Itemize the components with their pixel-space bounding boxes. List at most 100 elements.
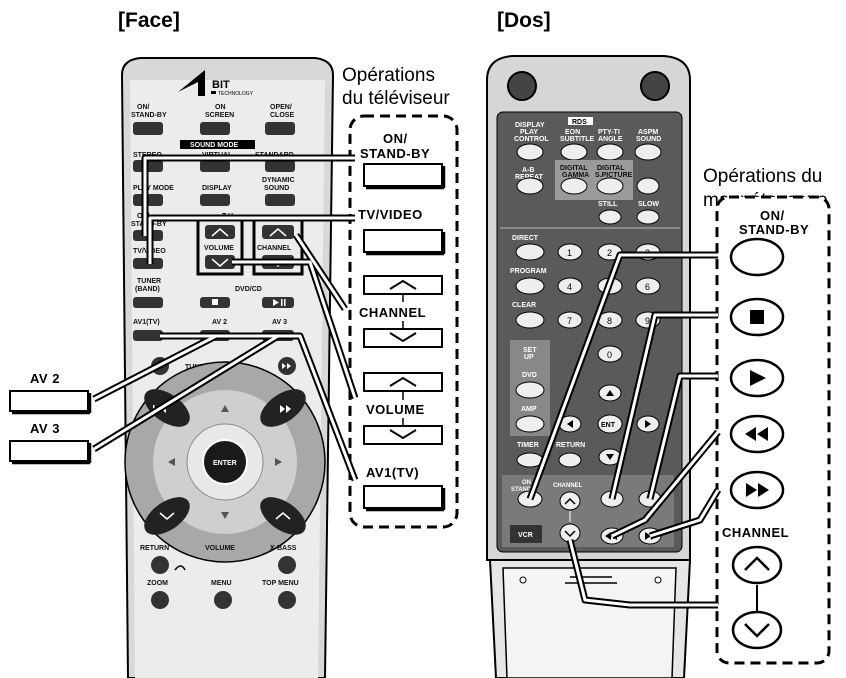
svg-text:ON: ON xyxy=(215,104,226,111)
svg-text:STAND-BY: STAND-BY xyxy=(739,222,809,237)
svg-text:BIT: BIT xyxy=(212,79,230,91)
tv-channel-up-button[interactable] xyxy=(363,275,443,295)
vcr-channel-down-button[interactable] xyxy=(731,610,783,650)
svg-text:SOUND MODE: SOUND MODE xyxy=(190,142,239,149)
svg-text:CLOSE: CLOSE xyxy=(270,112,294,119)
svg-text:DIGITAL: DIGITAL xyxy=(560,165,588,172)
tv-channel-down-button[interactable] xyxy=(363,328,443,348)
vcr-channel-up-button[interactable] xyxy=(731,545,783,585)
fast-forward-icon xyxy=(746,483,769,497)
bit-logo: BIT TECHNOLOGY xyxy=(178,70,254,97)
svg-text:ON/: ON/ xyxy=(383,131,408,146)
chevron-up-icon xyxy=(744,556,770,571)
svg-text:AV 3: AV 3 xyxy=(272,319,287,326)
svg-text:AV1(TV): AV1(TV) xyxy=(133,319,160,326)
svg-text:SUBTITLE: SUBTITLE xyxy=(560,136,595,143)
svg-text:SOUND: SOUND xyxy=(264,185,289,192)
front-on-standby-button[interactable] xyxy=(133,122,163,135)
svg-text:ANGLE: ANGLE xyxy=(598,136,623,143)
svg-text:DIGITAL: DIGITAL xyxy=(597,165,625,172)
svg-text:1: 1 xyxy=(567,248,572,258)
av2-button[interactable] xyxy=(9,390,89,412)
front-header: [Face] xyxy=(118,9,180,32)
back-header: [Dos] xyxy=(497,9,551,32)
svg-text:RETURN: RETURN xyxy=(556,442,585,449)
svg-text:TECHNOLOGY: TECHNOLOGY xyxy=(218,91,254,97)
front-menu-button[interactable] xyxy=(214,591,232,609)
enter-button[interactable] xyxy=(202,439,248,485)
svg-text:SET: SET xyxy=(523,347,537,354)
front-volume-up-button[interactable] xyxy=(205,225,235,239)
tv-av1-button[interactable] xyxy=(363,485,443,509)
svg-text:A-B: A-B xyxy=(522,167,534,174)
svg-text:DYNAMIC: DYNAMIC xyxy=(262,177,295,184)
svg-text:DVD: DVD xyxy=(522,372,537,379)
connector-lines-fill xyxy=(93,156,720,607)
vcr-on-standby-button[interactable] xyxy=(729,237,785,277)
svg-text:ENT: ENT xyxy=(601,422,616,429)
svg-text:CHANNEL: CHANNEL xyxy=(359,305,426,320)
svg-text:VOLUME: VOLUME xyxy=(205,545,235,552)
front-av1-button[interactable] xyxy=(133,330,163,341)
svg-text:TV/VIDEO: TV/VIDEO xyxy=(358,207,423,222)
av3-button[interactable] xyxy=(9,440,89,462)
svg-text:PTY-TI: PTY-TI xyxy=(598,129,620,136)
back-vcr-channel-up-button[interactable] xyxy=(559,491,581,511)
svg-text:CONTROL: CONTROL xyxy=(514,136,549,143)
svg-text:CHANNEL: CHANNEL xyxy=(553,483,583,489)
svg-text:6: 6 xyxy=(645,282,650,292)
svg-text:ZOOM: ZOOM xyxy=(147,580,168,587)
svg-text:PLAY: PLAY xyxy=(520,129,538,136)
stop-icon xyxy=(750,310,764,324)
svg-text:SOUND: SOUND xyxy=(636,136,661,143)
play-icon xyxy=(750,370,766,386)
svg-text:ON/: ON/ xyxy=(137,104,150,111)
svg-text:ENTER: ENTER xyxy=(213,460,237,467)
av2-label: AV 2 xyxy=(30,371,60,386)
svg-text:2: 2 xyxy=(607,248,612,258)
svg-text:STAND-BY: STAND-BY xyxy=(131,112,167,119)
chevron-down-icon xyxy=(744,623,770,638)
av3-label: AV 3 xyxy=(30,421,60,436)
svg-text:CHANNEL: CHANNEL xyxy=(257,245,292,252)
rewind-icon xyxy=(745,427,768,441)
tv-video-button[interactable] xyxy=(363,229,443,253)
front-channel-up-button[interactable] xyxy=(262,225,294,239)
svg-text:9: 9 xyxy=(645,316,650,326)
svg-text:OPEN/: OPEN/ xyxy=(270,104,292,111)
tv-on-standby-button[interactable] xyxy=(363,163,443,187)
svg-text:AMP: AMP xyxy=(521,406,537,413)
front-zoom-button[interactable] xyxy=(151,591,169,609)
svg-text:DIRECT: DIRECT xyxy=(512,235,539,242)
svg-text:ASPM: ASPM xyxy=(638,129,658,136)
back-vcr-channel-down-button[interactable] xyxy=(559,523,581,543)
svg-text:VOLUME: VOLUME xyxy=(366,402,425,417)
front-open-close-button[interactable] xyxy=(265,122,295,135)
tv-volume-up-button[interactable] xyxy=(363,372,443,392)
svg-text:MENU: MENU xyxy=(211,580,232,587)
tv-ops-caption-1: Opérations xyxy=(342,65,435,86)
svg-text:STILL: STILL xyxy=(598,201,618,208)
svg-text:EON: EON xyxy=(565,129,580,136)
svg-text:RDS: RDS xyxy=(572,119,587,126)
svg-text:CLEAR: CLEAR xyxy=(512,302,536,309)
svg-text:PLAY MODE: PLAY MODE xyxy=(133,185,174,192)
tv-volume-down-button[interactable] xyxy=(363,425,443,445)
svg-text:DISPLAY: DISPLAY xyxy=(202,185,232,192)
front-on-screen-button[interactable] xyxy=(200,122,230,135)
svg-text:SLOW: SLOW xyxy=(638,201,659,208)
svg-text:AV 2: AV 2 xyxy=(212,319,227,326)
svg-text:UP: UP xyxy=(524,354,534,361)
svg-text:RETURN: RETURN xyxy=(140,545,169,552)
front-top-menu-button[interactable] xyxy=(278,591,296,609)
svg-text:TUNER: TUNER xyxy=(137,278,161,285)
svg-text:GAMMA: GAMMA xyxy=(562,172,589,179)
svg-text:7: 7 xyxy=(567,316,572,326)
svg-text:X-BASS: X-BASS xyxy=(270,545,297,552)
svg-text:4: 4 xyxy=(567,282,572,292)
svg-text:SCREEN: SCREEN xyxy=(205,112,234,119)
tv-ops-caption-2: du téléviseur xyxy=(342,88,450,109)
svg-text:ON: ON xyxy=(522,480,531,486)
svg-text:VOLUME: VOLUME xyxy=(204,245,234,252)
